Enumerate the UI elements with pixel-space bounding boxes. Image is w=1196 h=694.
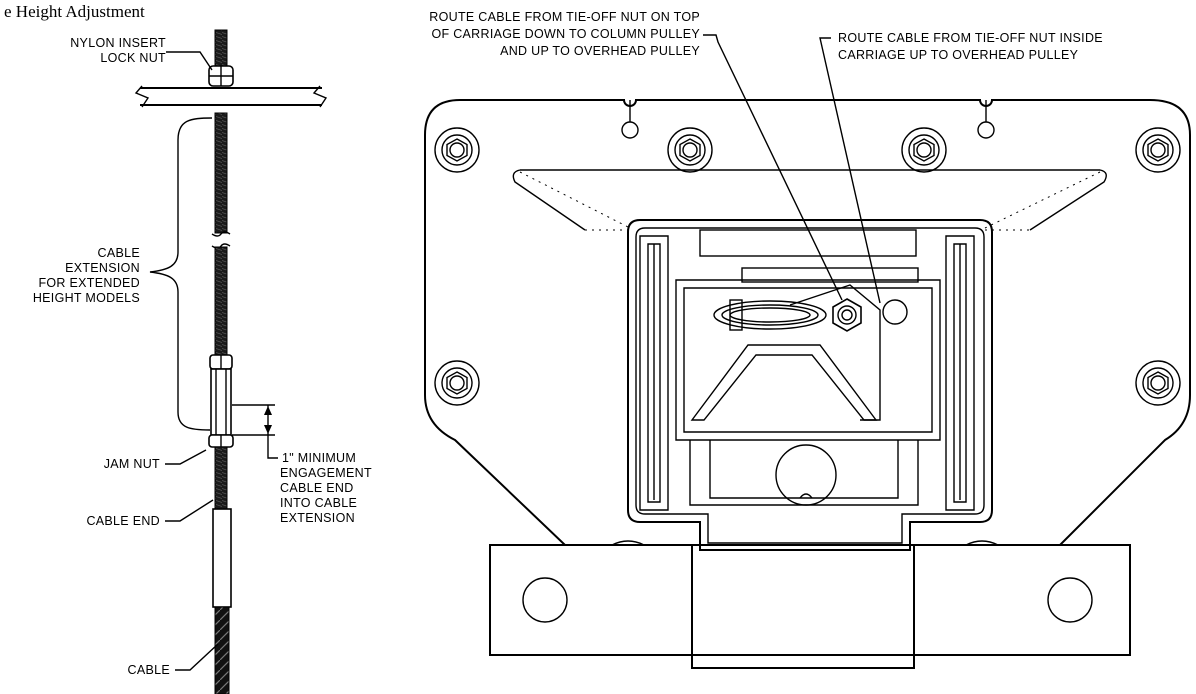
wire-cable — [214, 606, 230, 694]
crossbar-hole-left — [522, 577, 568, 623]
cable-end-ferrule — [212, 508, 232, 608]
crossbar-hole-right — [1047, 577, 1093, 623]
extension-brace — [149, 117, 213, 431]
inner-trapezoid — [512, 169, 1107, 231]
bolt-top-3 — [901, 127, 947, 173]
cable-extension-rod-lower — [214, 246, 228, 356]
top-block — [699, 229, 917, 257]
leader-cable-end — [165, 499, 214, 522]
leader-cable — [175, 643, 219, 671]
bolt-top-2 — [667, 127, 713, 173]
label-engagement-3: CABLE END — [280, 481, 354, 495]
keyhole-right — [977, 121, 995, 139]
cable-extension-rod-upper — [214, 112, 228, 234]
coupler-body — [210, 368, 232, 436]
label-route-top-1: ROUTE CABLE FROM TIE-OFF NUT ON TOP — [429, 10, 700, 24]
lower-center-block — [691, 544, 915, 669]
keyhole-left — [621, 121, 639, 139]
label-engagement-2: ENGAGEMENT — [280, 466, 372, 480]
right-guide-channel — [945, 235, 975, 511]
cable-end-thread — [214, 446, 228, 510]
tie-off-nut-top — [832, 298, 862, 332]
label-cable-extension-4: HEIGHT MODELS — [33, 291, 140, 305]
nylon-lock-nut — [208, 65, 234, 87]
bolt-top-right — [1135, 127, 1181, 173]
label-cable-extension-2: EXTENSION — [65, 261, 140, 275]
mounting-plate — [134, 85, 328, 108]
leader-jam-nut — [165, 449, 207, 465]
column-pulley — [713, 299, 827, 331]
label-cable-extension-3: FOR EXTENDED — [38, 276, 140, 290]
left-guide-channel — [639, 235, 669, 511]
engagement-dimension — [232, 404, 278, 459]
lower-crossbar — [489, 544, 1131, 656]
label-route-top-3: AND UP TO OVERHEAD PULLEY — [500, 44, 700, 58]
tie-off-hole-inside — [882, 299, 908, 325]
leader-route-inside — [819, 37, 881, 304]
leader-route-top — [703, 34, 843, 301]
label-route-inside-1: ROUTE CABLE FROM TIE-OFF NUT INSIDE — [838, 31, 1103, 45]
pulley-bracket — [690, 344, 878, 421]
lower-saddle — [689, 440, 919, 506]
label-cable-end: CABLE END — [86, 514, 160, 528]
bolt-mid-right — [1135, 360, 1181, 406]
label-engagement-4: INTO CABLE — [280, 496, 357, 510]
carriage-plate — [424, 99, 1191, 546]
title-fragment: e Height Adjustment — [4, 2, 145, 21]
label-route-inside-2: CARRIAGE UP TO OVERHEAD PULLEY — [838, 48, 1079, 62]
column-channel — [627, 219, 993, 551]
leader-lock-nut — [166, 51, 213, 71]
bolt-mid-left — [434, 360, 480, 406]
inner-carriage-box — [675, 279, 941, 441]
label-nylon-lock-nut-2: LOCK NUT — [100, 51, 166, 65]
bolt-top-left — [434, 127, 480, 173]
threaded-rod-top — [214, 29, 228, 71]
carriage-drawing — [424, 34, 1191, 669]
label-nylon-lock-nut-1: NYLON INSERT — [70, 36, 166, 50]
label-cable: CABLE — [128, 663, 171, 677]
label-cable-extension-1: CABLE — [98, 246, 141, 260]
cable-assembly: NYLON INSERT LOCK NUT CABLE EXTENSION FO… — [33, 29, 372, 694]
label-engagement-5: EXTENSION — [280, 511, 355, 525]
rod-break-symbol — [211, 231, 231, 249]
label-jam-nut: JAM NUT — [104, 457, 160, 471]
label-engagement-1: 1" MINIMUM — [282, 451, 356, 465]
column-hole — [775, 444, 837, 506]
label-route-top-2: OF CARRIAGE DOWN TO COLUMN PULLEY — [431, 27, 700, 41]
